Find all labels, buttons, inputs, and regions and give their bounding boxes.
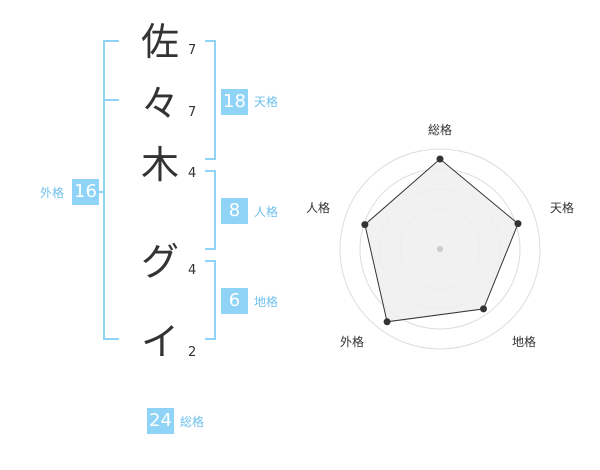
radar-point-3 (479, 305, 487, 313)
stroke-count-1: 7 (188, 43, 197, 58)
name-char-2: 々 (140, 82, 179, 126)
radar-polygon (364, 158, 519, 323)
soukaku-label: 総格 (180, 415, 205, 429)
radar-point-1 (436, 155, 444, 163)
soukaku-badge: 24 (147, 408, 174, 434)
tenkaku-badge: 18 (221, 89, 248, 115)
radar-point-5 (361, 221, 369, 229)
stroke-count-3: 4 (188, 166, 197, 181)
stroke-count-4: 4 (188, 263, 197, 278)
stroke-count-5: 2 (188, 345, 197, 360)
name-char-4: グ (140, 240, 179, 284)
jinkaku-badge: 8 (221, 198, 248, 224)
tenkaku-label: 天格 (254, 95, 279, 109)
gaikaku-badge: 16 (72, 179, 99, 205)
radar-label-3: 地格 (512, 334, 536, 349)
radar-label-4: 外格 (340, 334, 364, 349)
radar-ring-1 (339, 148, 541, 350)
gaikaku-label: 外格 (40, 186, 65, 200)
radar-label-5: 人格 (306, 200, 330, 215)
name-char-3: 木 (140, 143, 179, 187)
radar-points (361, 155, 522, 326)
radar-center-point (437, 246, 443, 252)
jinkaku-label: 人格 (254, 205, 279, 219)
chikaku-label: 地格 (254, 295, 279, 309)
stroke-count-2: 7 (188, 105, 197, 120)
radar-point-4 (383, 318, 391, 326)
radar-point-2 (514, 220, 522, 228)
chikaku-badge: 6 (221, 288, 248, 314)
name-char-1: 佐 (140, 20, 179, 64)
radar-label-2: 天格 (550, 200, 574, 215)
radar-label-1: 総格 (428, 122, 452, 137)
name-char-5: イ (140, 320, 179, 364)
